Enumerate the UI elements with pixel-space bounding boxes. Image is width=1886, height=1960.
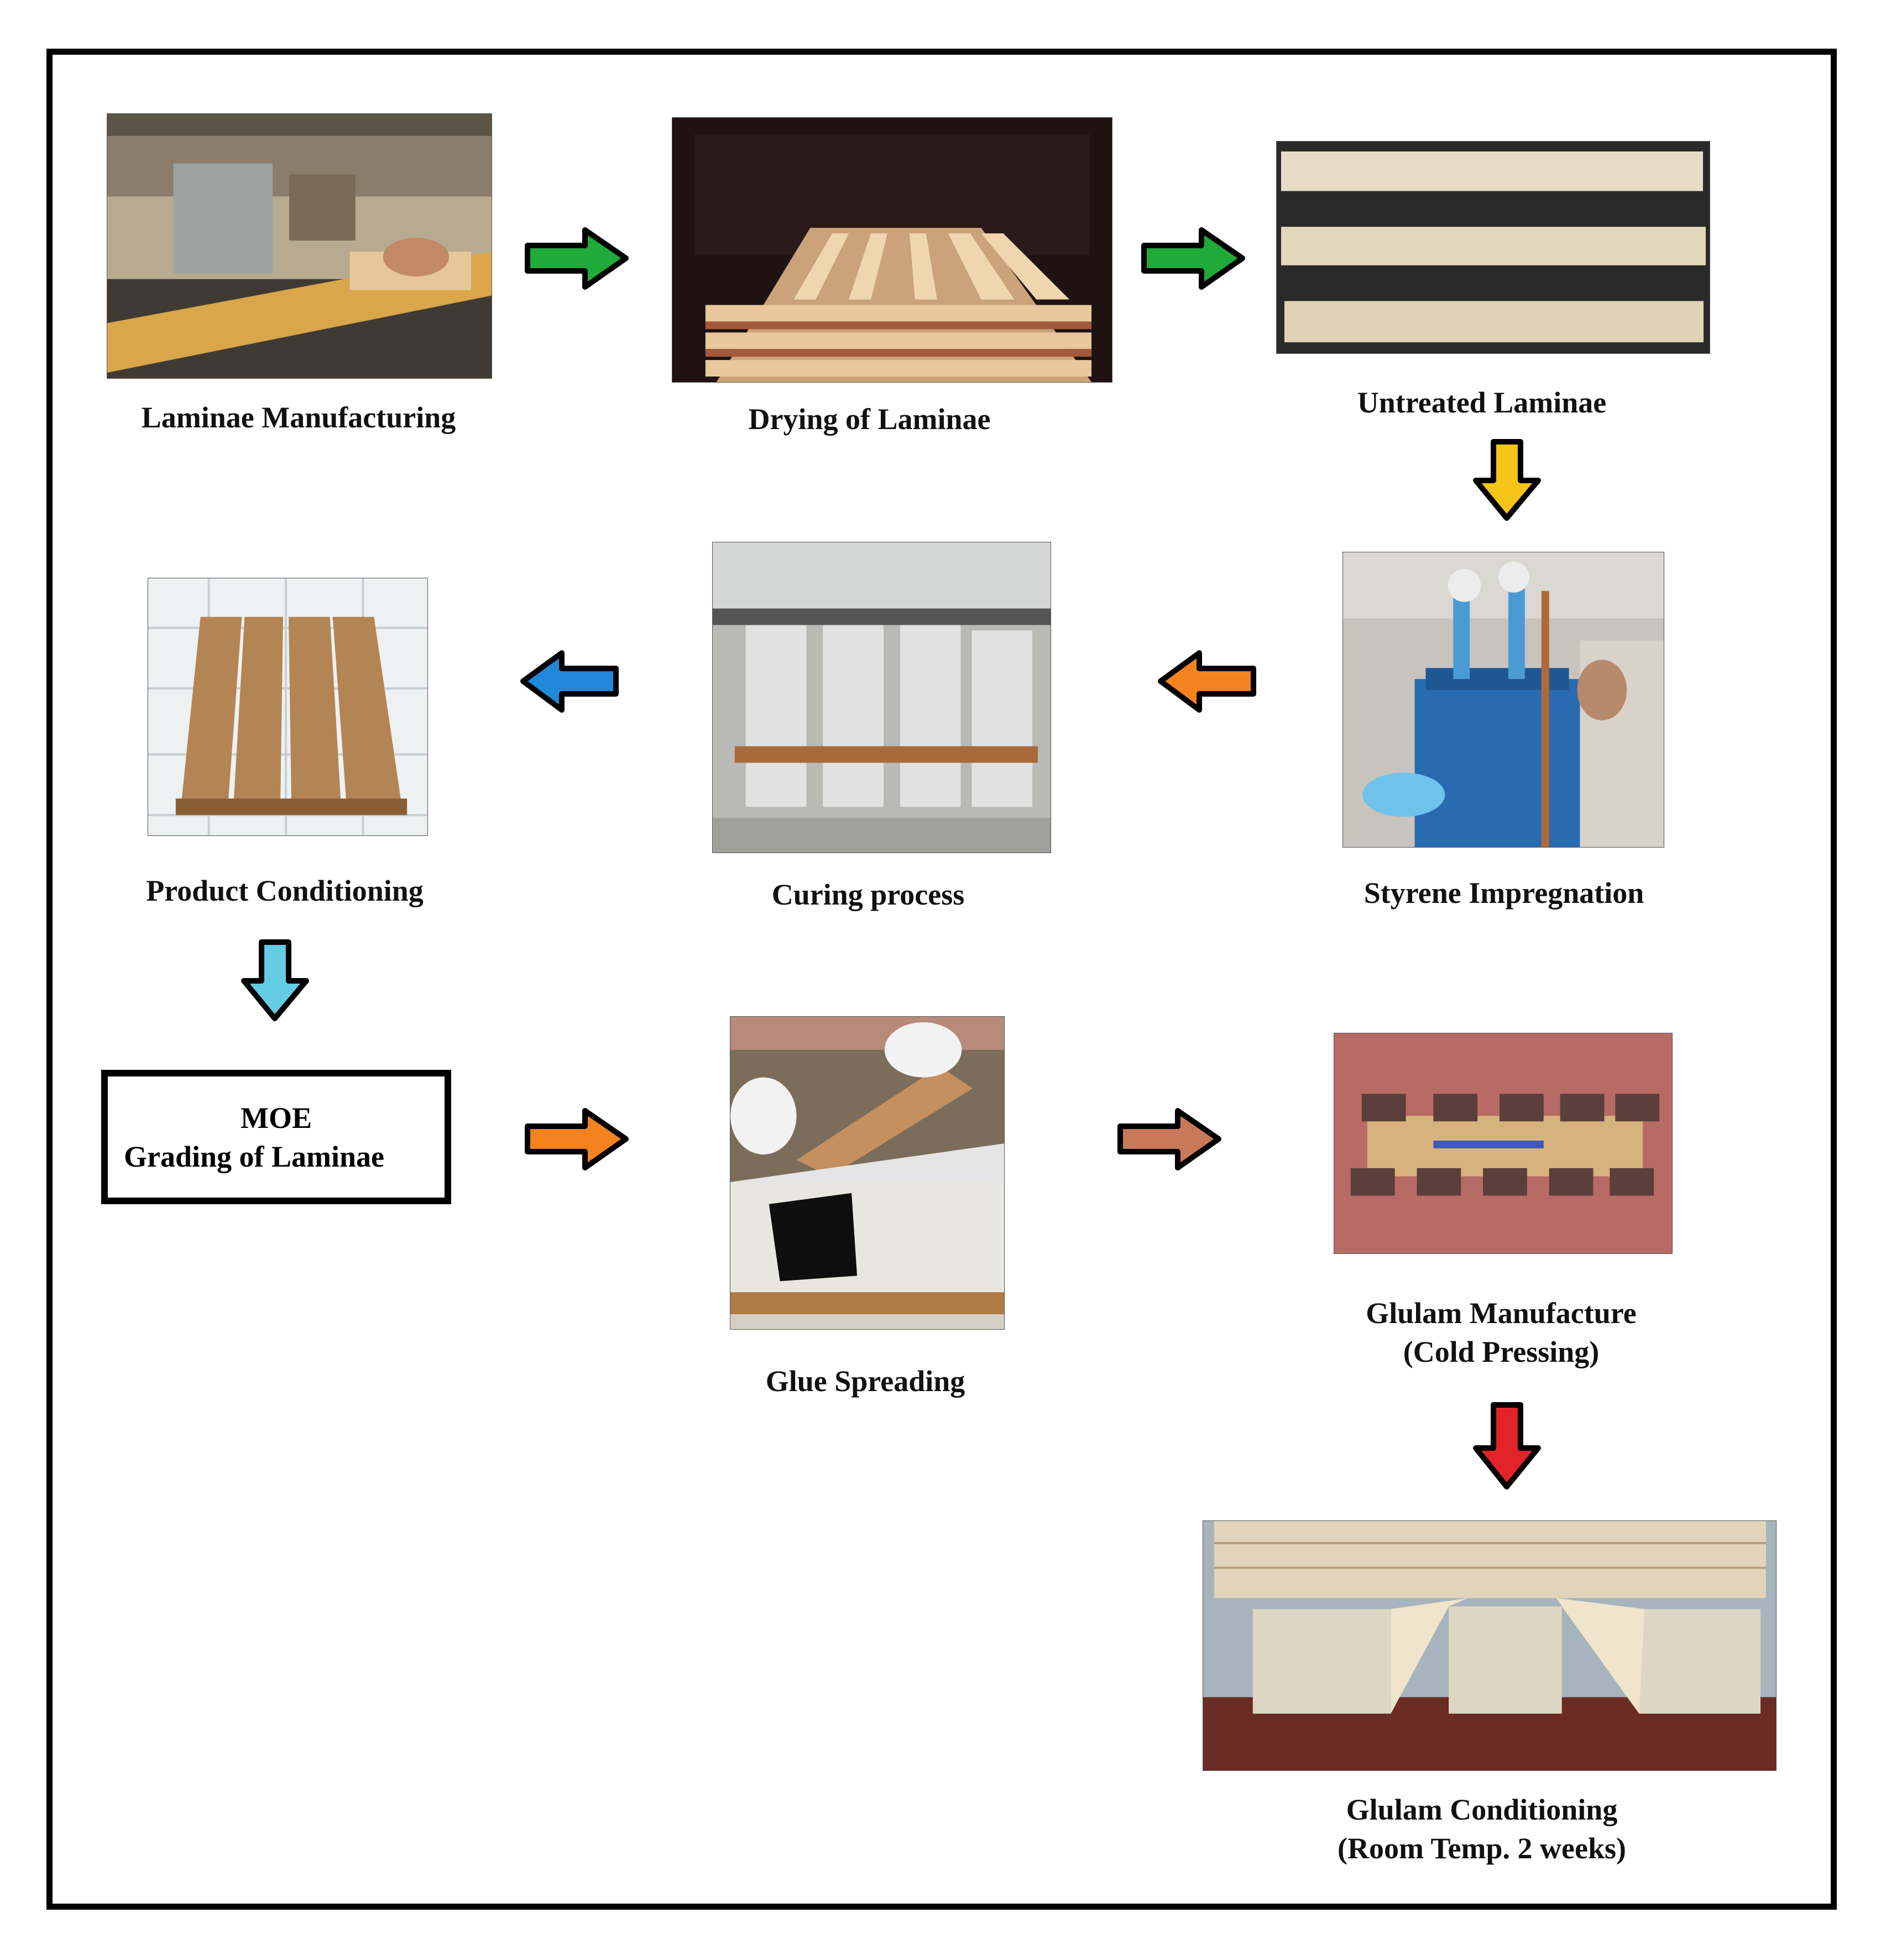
arrow-down-light-blue-shape <box>241 939 309 1021</box>
arrow-left-blue-shape <box>520 650 619 713</box>
label-glulam-conditioning: Glulam Conditioning (Room Temp. 2 weeks) <box>1338 1793 1626 1865</box>
arrow-right-brown-shape <box>1117 1108 1221 1170</box>
photo-glulam-conditioning <box>1203 1520 1777 1771</box>
photo-curing-process <box>712 542 1051 853</box>
arrow-down-yellow <box>1473 439 1541 521</box>
photo-laminae-manufacturing <box>107 113 492 379</box>
arrow-down-light-blue <box>241 939 309 1021</box>
arrow-right-orange <box>525 1108 629 1170</box>
arrow-down-red-shape <box>1473 1402 1541 1489</box>
photo-styrene-impregnation <box>1342 552 1664 848</box>
label-glulam-manufacture: Glulam Manufacture (Cold Pressing) <box>1366 1297 1637 1368</box>
moe-grading-box: MOE Grading of Laminae <box>101 1070 451 1204</box>
diagram-frame <box>46 49 1837 1910</box>
moe-grading-line-1: MOE <box>241 1101 312 1135</box>
arrow-down-red <box>1473 1402 1541 1489</box>
arrow-left-blue <box>520 650 619 713</box>
photo-untreated-laminae <box>1276 141 1710 354</box>
label-styrene-impregnation: Styrene Impregnation <box>1363 876 1644 910</box>
label-drying-of-laminae: Drying of Laminae <box>748 403 991 436</box>
arrow-down-yellow-shape <box>1473 439 1541 521</box>
arrow-right-green-2 <box>1141 227 1245 290</box>
arrow-left-orange <box>1158 650 1256 713</box>
moe-grading-line-2: Grading of Laminae <box>124 1140 385 1173</box>
label-product-conditioning: Product Conditioning <box>146 874 424 907</box>
label-curing-process: Curing process <box>771 878 965 911</box>
photo-product-conditioning <box>148 578 428 836</box>
photo-drying-of-laminae <box>672 117 1112 383</box>
arrow-right-orange-shape <box>525 1108 629 1170</box>
arrow-left-orange-shape <box>1158 650 1256 713</box>
arrow-right-green-2-shape <box>1141 227 1245 290</box>
label-untreated-laminae: Untreated Laminae <box>1357 386 1607 419</box>
label-glue-spreading: Glue Spreading <box>765 1365 965 1398</box>
photo-glulam-manufacture <box>1334 1033 1673 1254</box>
arrow-right-brown <box>1117 1108 1221 1170</box>
arrow-right-green-1 <box>525 227 629 290</box>
label-laminae-manufacturing: Laminae Manufacturing <box>141 401 456 434</box>
arrow-right-green-1-shape <box>525 227 629 290</box>
photo-glue-spreading <box>730 1016 1005 1330</box>
